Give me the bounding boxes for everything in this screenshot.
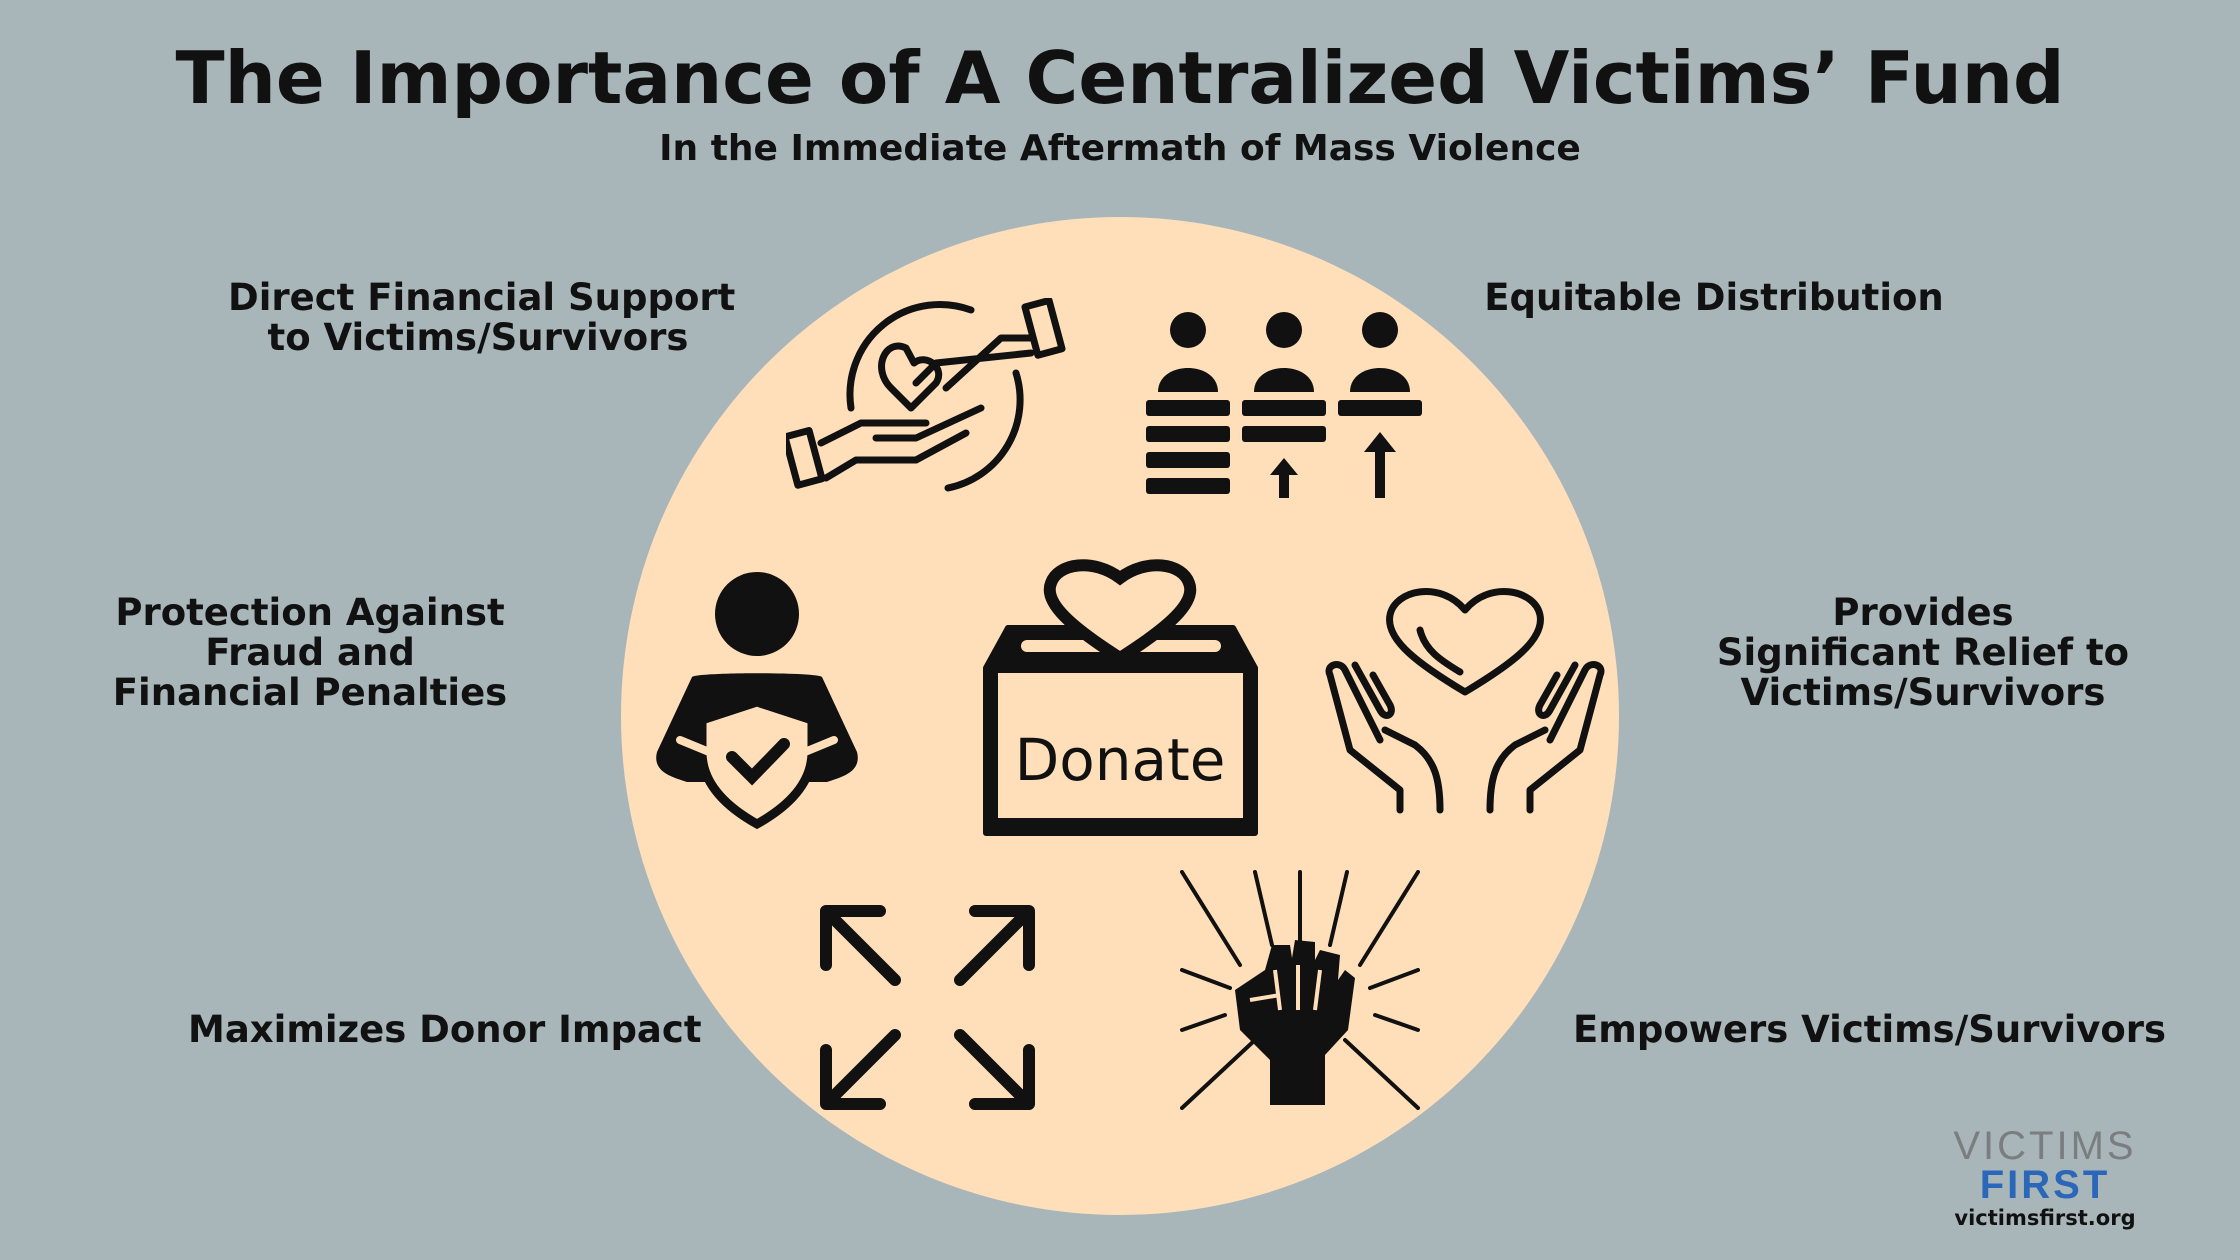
label-line: Victims/Survivors	[1740, 671, 2106, 714]
label-line: Protection Against	[115, 591, 505, 634]
label-protection-against-fraud: Protection Against Fraud and Financial P…	[60, 593, 560, 713]
logo-url[interactable]: victimsfirst.org	[1954, 1206, 2136, 1230]
raised-fist-icon	[1180, 870, 1420, 1110]
donate-label: Donate	[1015, 726, 1226, 794]
label-line: Maximizes Donor Impact	[188, 1008, 702, 1051]
label-line: Provides	[1832, 591, 2014, 634]
label-empowers-victims: Empowers Victims/Survivors	[1573, 1008, 2167, 1051]
label-provides-relief: Provides Significant Relief to Victims/S…	[1673, 593, 2173, 713]
label-line: Equitable Distribution	[1484, 276, 1944, 319]
page-title: The Importance of A Centralized Victims’…	[175, 36, 2065, 120]
hands-giving-heart-icon	[786, 298, 1066, 492]
label-line: to Victims/Survivors	[267, 316, 689, 359]
page-subtitle: In the Immediate Aftermath of Mass Viole…	[659, 128, 1581, 169]
logo-text-victims: VICTIMS	[1953, 1124, 2137, 1168]
victims-first-logo: VICTIMS FIRST victimsfirst.org	[1900, 1126, 2190, 1232]
label-direct-financial-support: Direct Financial Support to Victims/Surv…	[228, 276, 736, 359]
label-line: Direct Financial Support	[228, 276, 736, 319]
logo-text-first: FIRST	[1979, 1163, 2111, 1207]
hands-heart-icon	[1325, 588, 1605, 814]
label-line: Empowers Victims/Survivors	[1573, 1008, 2167, 1051]
label-equitable-distribution: Equitable Distribution	[1464, 278, 1964, 318]
label-line: Financial Penalties	[112, 671, 508, 714]
donation-box-icon: Donate	[983, 559, 1258, 836]
expand-arrows-icon	[820, 905, 1035, 1110]
person-shield-icon	[656, 572, 858, 830]
label-line: Significant Relief to	[1716, 631, 2130, 674]
label-maximizes-donor-impact: Maximizes Donor Impact	[188, 1008, 702, 1051]
label-line: Fraud and	[205, 631, 415, 674]
equity-people-icon	[1146, 312, 1422, 498]
